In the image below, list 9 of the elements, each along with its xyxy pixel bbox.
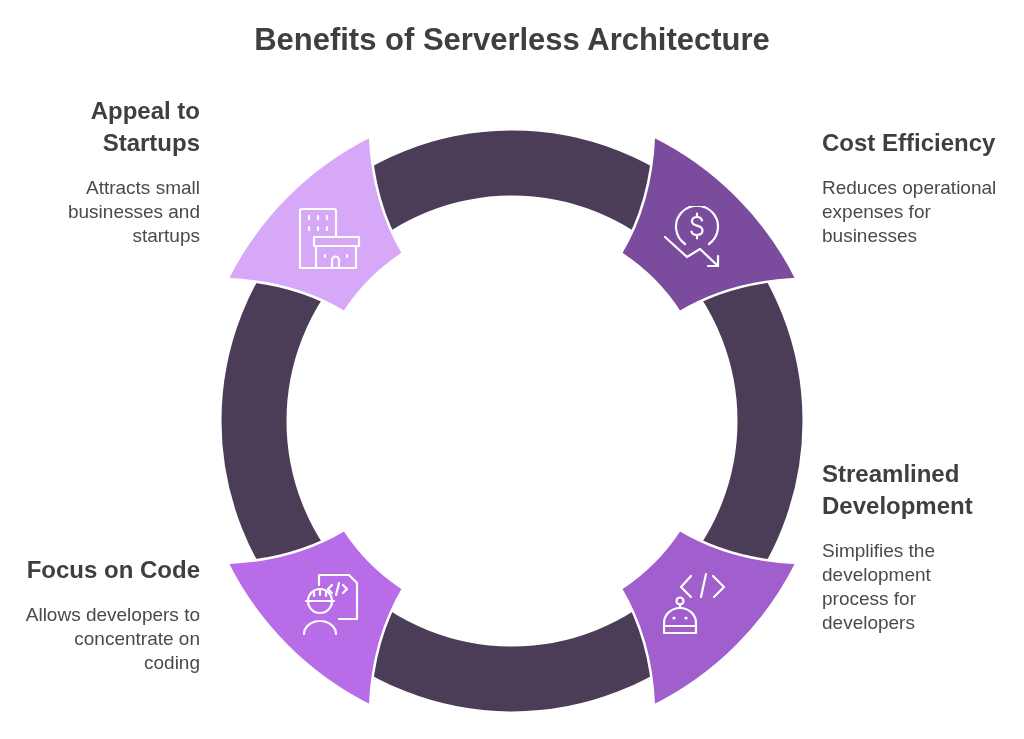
title: Benefits of Serverless Architecture [254, 21, 770, 59]
description: Simplifies the development process for developers [822, 539, 936, 635]
heading: Cost Efficiency [822, 128, 997, 158]
description: Reduces operational expenses for businesses [822, 176, 998, 248]
heading: Streamlined Development [822, 459, 974, 521]
heading: Focus on Code [25, 555, 200, 585]
description: Attracts small businesses and startups [66, 176, 200, 248]
heading: Appeal to Startups [89, 96, 200, 158]
description: Allows developers to concentrate on coding [24, 603, 200, 675]
